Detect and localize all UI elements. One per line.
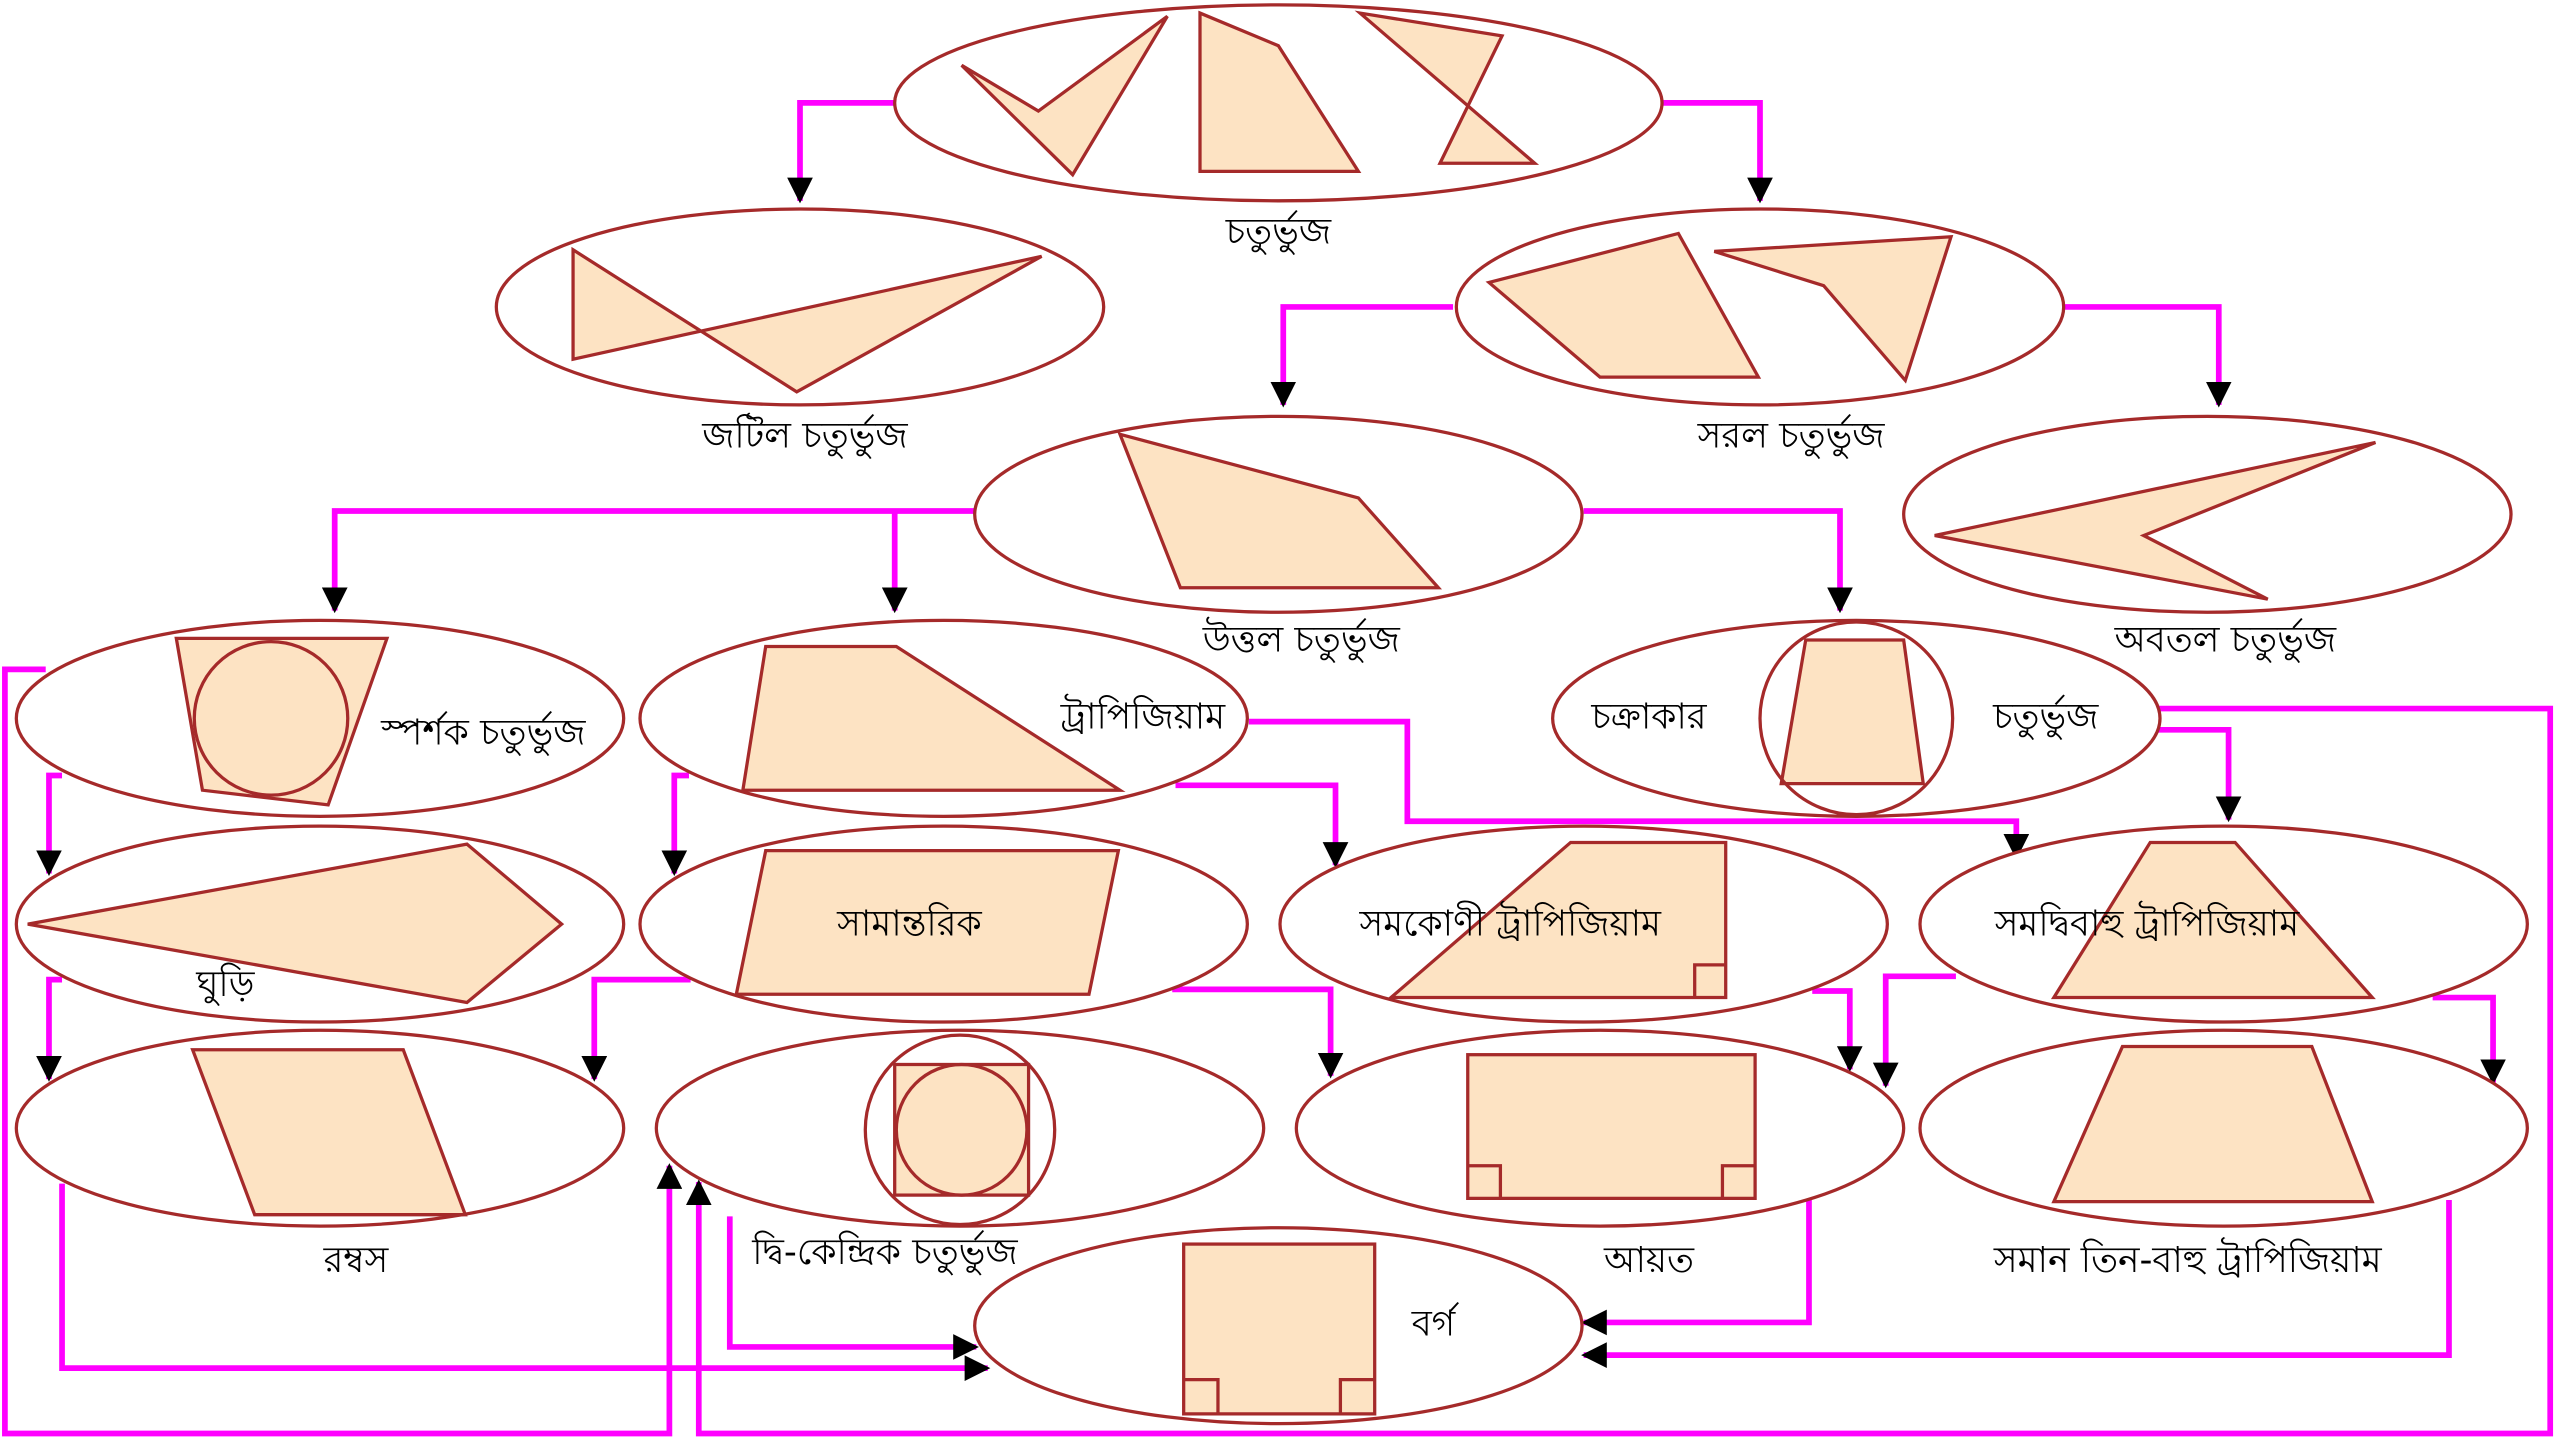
label-right-trapezoid: সমকোণী ট্রাপিজিয়াম [1358,901,1662,945]
edge-rhombus-square [59,1183,991,1382]
label-complex: জটিল চতুর্ভুজ [701,413,908,459]
label-tangential: স্পর্শক চতুর্ভুজ [380,711,586,756]
edge-convex-cyclic [1583,508,1853,614]
label-cyclic-right: চতুর্ভুজ [1992,695,2099,740]
label-bicentric: দ্বি-কেন্দ্রিক চতুর্ভুজ [751,1230,1018,1275]
label-square: বর্গ [1411,1302,1460,1345]
edge-isosceles-rectangle [1872,973,1956,1089]
edge-quad-simple [1662,100,1773,204]
edge-isosceles-triequal [2432,994,2506,1086]
node-convex: উত্তল চতুর্ভুজ [973,414,1584,663]
edge-tangential-kite [36,772,63,877]
node-trapezoid: ট্রাপিজিয়াম [638,618,1249,818]
edge-bicentric-square [726,1216,979,1360]
label-tri-equilateral-trapezoid: সমান তিন-বাহু ট্রাপিজিয়াম [1993,1237,2383,1281]
label-concave: অবতল চতুর্ভুজ [2114,618,2337,663]
connectors [2,100,2554,1437]
edge-quad-complex [787,100,895,204]
node-simple: সরল চতুর্ভুজ [1454,207,2066,459]
edge-tangential-bicentric [2,666,683,1437]
edge-trapezoid-right [1175,782,1349,868]
label-rectangle: আয়ত [1603,1240,1695,1281]
node-complex: জটিল চতুর্ভুজ [494,207,1106,459]
label-trapezoid: ট্রাপিজিয়াম [1060,693,1227,737]
label-cyclic-left: চক্রাকার [1590,696,1707,737]
edge-trapezoid-parallelogram [661,772,689,877]
label-kite: ঘুড়ি [195,963,255,1006]
edge-simple-concave [2063,304,2232,408]
node-square: বর্গ [973,1226,1584,1426]
label-isosceles-trapezoid: সমদ্বিবাহু ট্রাপিজিয়াম [1994,901,2301,945]
edge-convex-tangential [321,508,977,614]
node-quadrilateral: চতুর্ভুজ [893,3,1664,255]
node-parallelogram: সামান্তরিক [638,824,1249,1024]
node-rhombus: রম্বস [14,1028,626,1281]
node-cyclic: চক্রাকার চতুর্ভুজ [1551,618,2162,818]
edge-simple-convex [1270,304,1454,408]
node-right-trapezoid: সমকোণী ট্রাপিজিয়াম [1278,824,1889,1024]
label-convex: উত্তল চতুর্ভুজ [1202,617,1401,663]
node-isosceles-trapezoid: সমদ্বিবাহু ট্রাপিজিয়াম [1918,824,2529,1024]
edge-triequal-square [1581,1200,2452,1368]
label-rhombus: রম্বস [323,1240,390,1281]
edge-cyclic-bicentric [685,705,2554,1437]
edge-cyclic-isosceles [2158,726,2242,823]
node-bicentric: দ্বি-কেন্দ্রিক চতুর্ভুজ [654,1028,1266,1275]
edge-right-rectangle [1812,988,1863,1072]
label-simple: সরল চতুর্ভুজ [1697,414,1886,459]
edge-parallelogram-rhombus [581,976,691,1082]
label-quadrilateral: চতুর্ভুজ [1225,210,1332,255]
edge-parallelogram-rectangle [1172,986,1344,1079]
node-concave: অবতল চতুর্ভুজ [1902,414,2513,663]
label-parallelogram: সামান্তরিক [836,903,982,945]
node-rectangle: আয়ত [1294,1028,1906,1281]
edge-rectangle-square [1581,1200,1812,1336]
node-kite: ঘুড়ি [14,824,626,1024]
node-tri-equilateral-trapezoid: সমান তিন-বাহু ট্রাপিজিয়াম [1918,1028,2529,1281]
edge-trapezoid-isosceles [1248,718,2030,860]
edge-kite-rhombus [36,976,63,1082]
node-tangential: স্পর্শক চতুর্ভুজ [14,618,626,818]
